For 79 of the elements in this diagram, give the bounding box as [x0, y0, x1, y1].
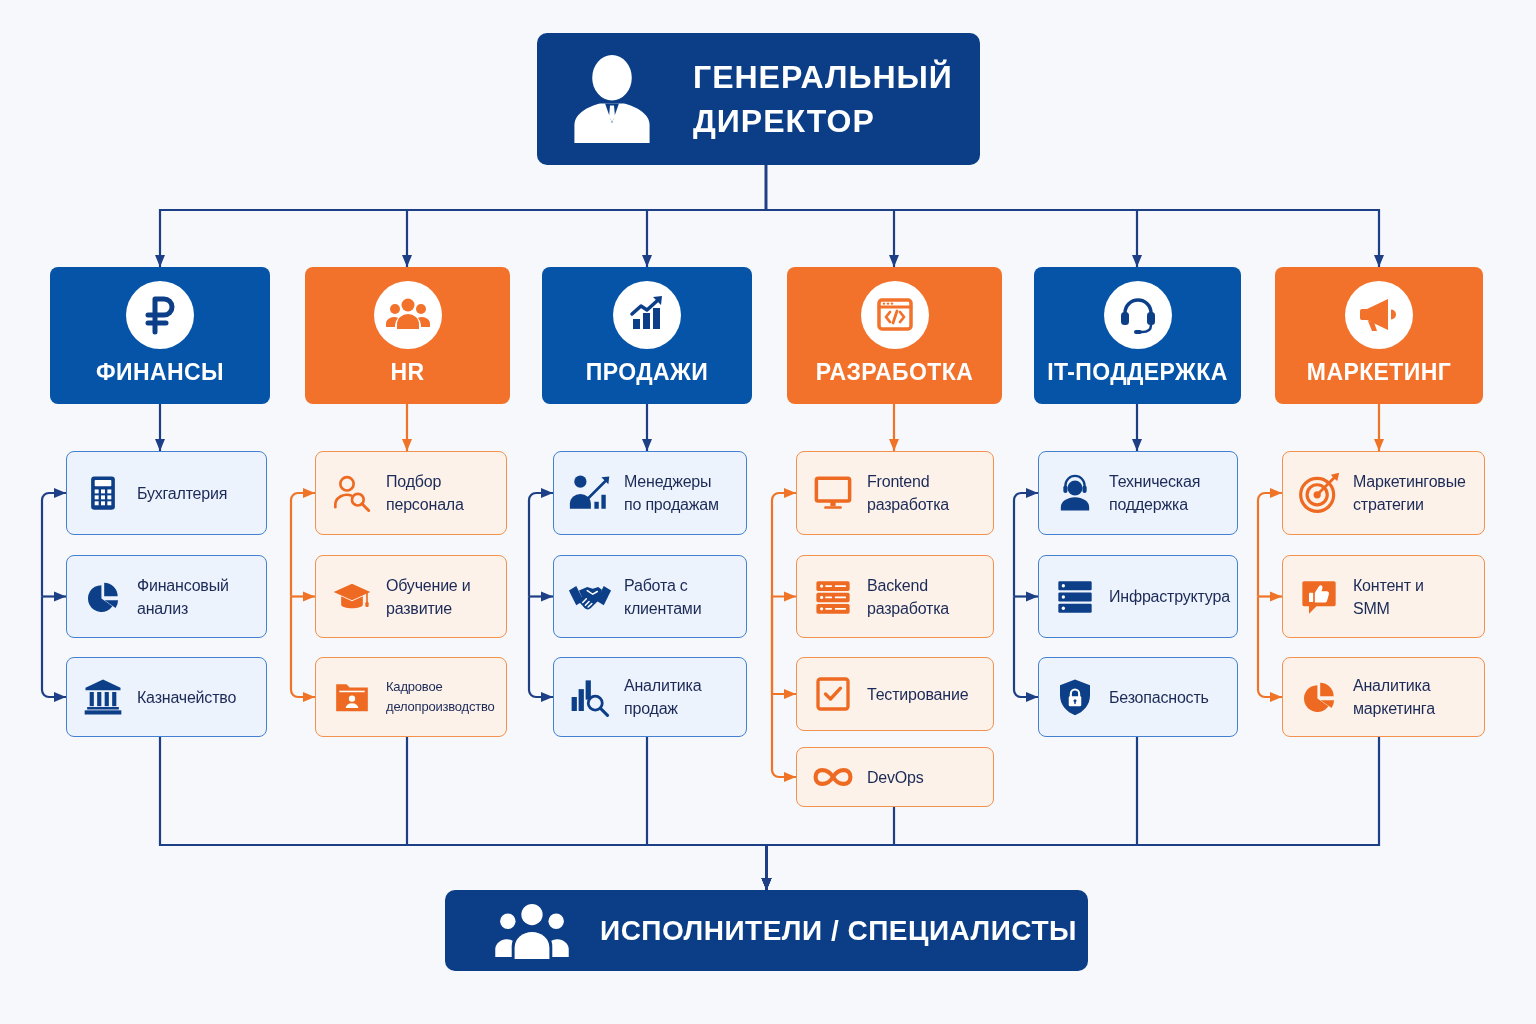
unit-label: Работа с клиентами	[624, 575, 703, 619]
arrow	[770, 635, 796, 782]
arrow	[770, 591, 796, 635]
department-box	[542, 267, 752, 404]
arrow	[289, 488, 315, 597]
arrow	[40, 488, 66, 597]
unit-label: Подбор персонала	[386, 472, 465, 515]
unit-box	[1282, 451, 1485, 535]
unit-box	[66, 657, 267, 737]
unit-box	[315, 657, 507, 737]
unit-label: Обучение и развитие	[386, 575, 472, 619]
arrow	[291, 591, 315, 602]
arrow	[1256, 488, 1282, 597]
unit-box	[1038, 657, 1238, 737]
arrow	[1258, 591, 1282, 602]
arrow	[761, 737, 1381, 890]
arrow	[40, 596, 66, 702]
header-box	[537, 33, 980, 165]
unit-box	[66, 451, 267, 535]
arrow	[1014, 591, 1038, 602]
arrow	[889, 404, 899, 451]
footer-box	[445, 890, 1088, 971]
department-box	[1034, 267, 1241, 404]
arrow	[42, 591, 66, 602]
arrow	[1132, 404, 1142, 451]
department-box	[305, 267, 510, 404]
arrow	[1012, 488, 1038, 597]
unit-box	[1038, 555, 1238, 638]
unit-box	[796, 451, 994, 535]
arrow	[402, 404, 412, 451]
arrow	[1256, 596, 1282, 702]
unit-label: Маркетинговые стратегии	[1353, 472, 1467, 515]
arrow	[529, 591, 553, 602]
department-label: ФИНАНСЫ	[96, 358, 224, 387]
unit-box	[1282, 657, 1485, 737]
unit-box	[796, 657, 994, 731]
unit-box	[1038, 451, 1238, 535]
unit-box	[553, 451, 747, 535]
department-label: МАРКЕТИНГ	[1306, 358, 1452, 387]
unit-label: Frontend разработка	[867, 472, 951, 515]
unit-box	[66, 555, 267, 638]
arrow	[1374, 404, 1384, 451]
department-label: IT-ПОДДЕРЖКА	[1047, 358, 1228, 387]
department-label: ПРОДАЖИ	[585, 358, 709, 387]
department-label: HR	[390, 358, 425, 387]
unit-label: DevOps	[867, 767, 924, 788]
unit-label: Аналитика маркетинга	[1353, 676, 1436, 719]
department-box	[1275, 267, 1483, 404]
department-box	[50, 267, 270, 404]
unit-label: Аналитика продаж	[624, 676, 703, 719]
unit-label: Бухгалтерия	[137, 483, 228, 504]
unit-label: Менеджеры по продажам	[624, 472, 720, 515]
unit-label: Техническая поддержка	[1109, 472, 1202, 515]
unit-label: Кадровое делопроизводство	[386, 678, 496, 716]
unit-box	[1282, 555, 1485, 638]
unit-box	[315, 451, 507, 535]
unit-box	[796, 747, 994, 807]
unit-box	[315, 555, 507, 638]
unit-box	[796, 555, 994, 638]
arrow	[527, 488, 553, 597]
header-label: ГЕНЕРАЛЬНЫЙ ДИРЕКТОР	[693, 58, 954, 141]
arrow	[642, 404, 652, 451]
unit-label: Инфраструктура	[1109, 587, 1230, 607]
unit-label: Казначейство	[137, 687, 237, 708]
arrow	[527, 596, 553, 702]
department-box	[787, 267, 1002, 404]
unit-label: Безопасность	[1109, 687, 1209, 708]
unit-label: Контент и SMM	[1353, 575, 1425, 619]
department-label: РАЗРАБОТКА	[815, 358, 974, 387]
unit-label: Тестирование	[867, 684, 969, 705]
unit-box	[553, 555, 747, 638]
arrow	[289, 596, 315, 702]
footer-label: ИСПОЛНИТЕЛИ / СПЕЦИАЛИСТЫ	[600, 913, 1077, 948]
unit-label: Backend разработка	[867, 575, 951, 619]
arrow	[1012, 596, 1038, 702]
unit-label: Финансовый анализ	[137, 575, 230, 619]
unit-box	[553, 657, 747, 737]
arrow	[764, 165, 1384, 267]
arrow	[155, 404, 165, 451]
